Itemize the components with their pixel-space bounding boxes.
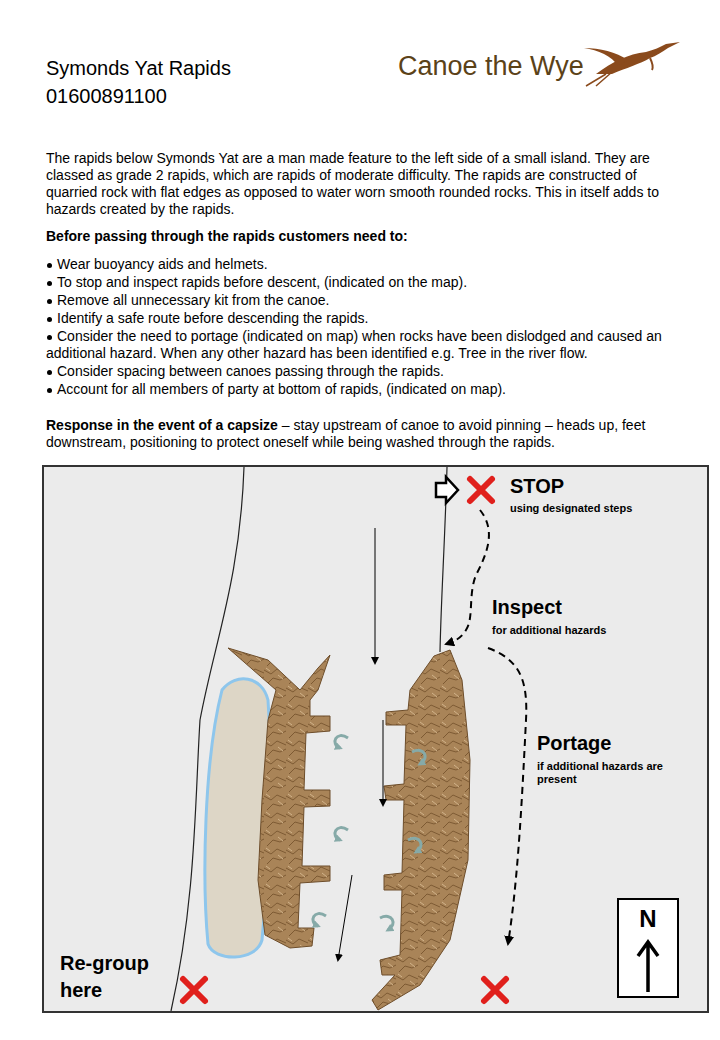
rock-wall [372, 650, 470, 1010]
bullet-item: To stop and inspect rapids before descen… [46, 274, 686, 291]
map-sublabel: if additional hazards are present [537, 760, 667, 787]
capsize-heading: Response in the event of a capsize [46, 417, 278, 433]
logo-text: Canoe the Wye [398, 50, 584, 83]
bullet-dot [47, 317, 52, 322]
map-label: Portage [537, 731, 611, 755]
compass-box: N [617, 898, 679, 998]
page-title: Symonds Yat Rapids [46, 56, 231, 80]
map-sublabel: using designated steps [510, 502, 632, 515]
north-arrow [619, 936, 677, 996]
bullet-item: Remove all unnecessary kit from the cano… [46, 292, 686, 309]
bullet-item: Account for all members of party at bott… [46, 381, 686, 398]
compass-letter: N [619, 906, 677, 932]
bullet-item: Consider the need to portage (indicated … [46, 328, 686, 362]
bullet-item: Identify a safe route before descending … [46, 310, 686, 327]
bullet-dot [47, 370, 52, 375]
eddy-swirl [313, 736, 425, 930]
island [205, 679, 270, 957]
map-label: Re-group here [60, 950, 175, 1004]
rock-wall [228, 648, 330, 948]
flow-arrow [338, 528, 383, 960]
entry-arrow [436, 477, 458, 503]
bullet-dot [47, 281, 52, 286]
marker-cross [183, 479, 506, 1001]
map-label: STOP [510, 474, 564, 498]
intro-paragraph: The rapids below Symonds Yat are a man m… [46, 150, 686, 218]
bullet-dot [47, 263, 52, 268]
capsize-paragraph: Response in the event of a capsize– stay… [46, 417, 686, 451]
map-label: Inspect [492, 595, 562, 619]
heron-logo [584, 42, 680, 86]
bullet-dot [47, 388, 52, 393]
bullet-dot [47, 299, 52, 304]
bullet-dot [47, 335, 52, 340]
phone-number: 01600891100 [46, 84, 167, 108]
map-sublabel: for additional hazards [492, 624, 606, 637]
route-dashed [446, 510, 526, 944]
bullet-item: Consider spacing between canoes passing … [46, 363, 686, 380]
map-frame [43, 466, 708, 1012]
bullet-item: Wear buoyancy aids and helmets. [46, 256, 686, 273]
list-heading: Before passing through the rapids custom… [46, 228, 686, 245]
